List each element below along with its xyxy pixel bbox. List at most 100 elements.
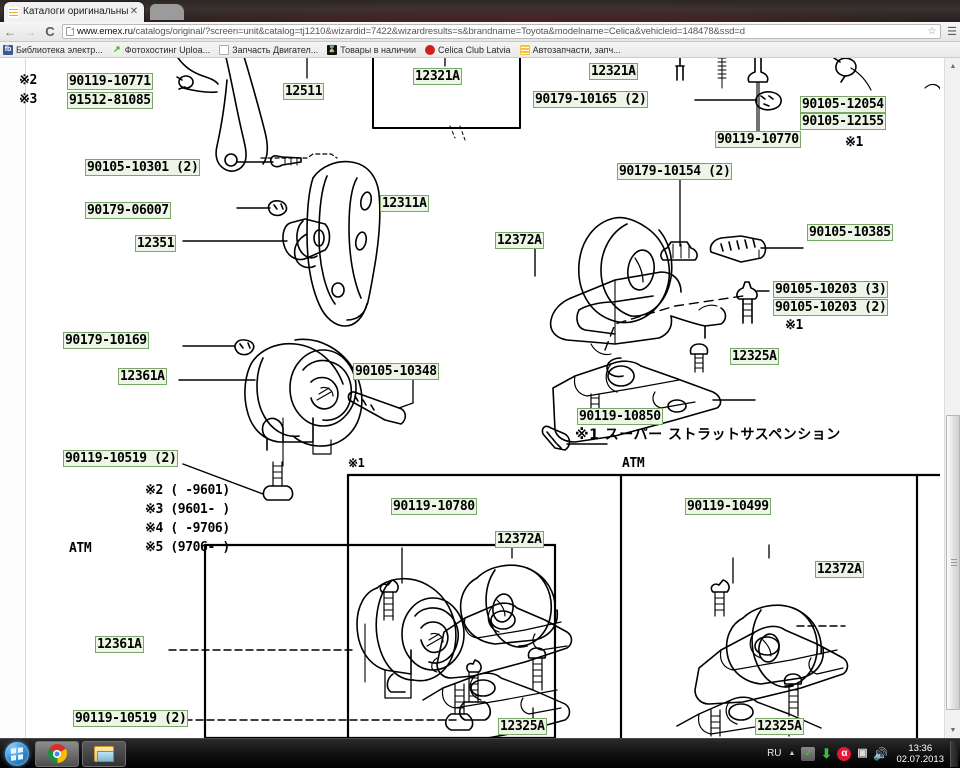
bookmark-label: Автозапчасти, запч... [532, 44, 621, 55]
bookmark-star-icon[interactable]: ☆ [927, 26, 937, 37]
bookmark-item[interactable]: Автозапчасти, запч... [519, 43, 621, 57]
part-number-label[interactable]: 90105-10385 [807, 224, 893, 241]
part-number-label[interactable]: 90119-10780 [391, 498, 477, 515]
diagram-annotation: ATM [69, 541, 92, 556]
scroll-up-arrow-icon[interactable]: ▲ [945, 58, 960, 74]
part-number-label[interactable]: 12361A [95, 636, 144, 653]
page-info-icon[interactable] [66, 27, 74, 36]
diagram-annotation: ※3 [19, 92, 37, 107]
taskbar-item-chrome[interactable] [35, 740, 79, 767]
network-icon[interactable]: ▣ [857, 747, 868, 759]
diagram-annotation: ※2 [19, 73, 37, 88]
clock[interactable]: 13:36 02.07.2013 [896, 743, 944, 765]
hourglass-icon: ⌛ [327, 44, 338, 55]
bookmark-item[interactable]: Запчасть Двигател... [219, 43, 318, 57]
back-button[interactable]: ← [4, 24, 16, 39]
bookmark-label: Запчасть Двигател... [232, 44, 319, 55]
browser-tab[interactable]: Каталоги оригинальных ✕ [4, 2, 144, 22]
part-number-label[interactable]: 12325A [730, 348, 779, 365]
circle-icon [425, 44, 436, 55]
part-number-label[interactable]: 12311A [380, 195, 429, 212]
part-number-label[interactable]: 90105-10203 (2) [773, 299, 889, 316]
part-number-label[interactable]: 12361A [118, 368, 167, 385]
chrome-menu-icon[interactable]: ☰ [947, 26, 957, 38]
part-number-label[interactable]: 12372A [495, 531, 544, 548]
list-bars-icon [519, 44, 530, 55]
part-number-label[interactable]: 90105-10203 (3) [773, 281, 889, 298]
url-path: /catalogs/original/?screen=unit&catalog=… [132, 26, 745, 37]
download-icon[interactable]: ⬇ [821, 746, 832, 761]
parts-diagram: 90119-10771 91512-81085 12511 12321A 12321A 9… [19, 58, 940, 738]
bookmark-item[interactable]: Celica Club Latvia [425, 43, 511, 57]
part-number-label[interactable]: 12321A [589, 63, 638, 80]
tab-favicon-icon [8, 6, 19, 18]
part-number-label[interactable]: 90119-10771 [67, 73, 153, 90]
part-number-label[interactable]: 90105-12054 [800, 96, 886, 113]
part-number-label[interactable]: 12321A [413, 68, 462, 85]
diagram-annotation: ATM [622, 456, 645, 471]
part-number-label[interactable]: 90119-10519 (2) [73, 710, 189, 727]
part-number-label[interactable]: 90179-06007 [85, 202, 171, 219]
diagram-annotation: ※4 ( -9706) [145, 521, 230, 536]
page-left-margin [27, 58, 55, 738]
tray-expand-arrow-icon[interactable]: ▲ [788, 750, 796, 757]
windows-logo-icon [5, 741, 29, 766]
browser-toolbar: ← → C www.emex.ru/catalogs/original/?scr… [0, 22, 960, 42]
bookmark-item[interactable]: ⌛Товары в наличии [327, 43, 416, 57]
part-number-label[interactable]: 90119-10499 [685, 498, 771, 515]
bookmark-label: Библиотека электр... [16, 44, 103, 55]
scrollbar-thumb[interactable] [946, 415, 960, 710]
part-number-label[interactable]: 90119-10519 (2) [63, 450, 179, 467]
part-number-label[interactable]: 90105-12155 [800, 113, 886, 130]
language-indicator[interactable]: RU [767, 748, 782, 759]
chrome-icon [47, 744, 67, 763]
part-number-label[interactable]: 12372A [495, 232, 544, 249]
part-number-label[interactable]: 12351 [135, 235, 177, 252]
volume-icon[interactable]: 🔊 [872, 746, 888, 761]
shield-icon[interactable]: ✓ [801, 746, 816, 761]
tab-close-icon[interactable]: ✕ [129, 6, 139, 17]
reload-button[interactable]: C [45, 24, 55, 39]
address-bar[interactable]: www.emex.ru/catalogs/original/?screen=un… [62, 24, 941, 39]
folder-icon [94, 745, 114, 762]
diagram-annotation: ※1 [785, 318, 803, 333]
forward-button[interactable]: → [24, 24, 36, 39]
part-number-label[interactable]: 91512-81085 [67, 92, 153, 109]
diagram-illustration [168, 58, 940, 738]
diagram-annotation: ※1 スーパー ストラットサスペンション [575, 427, 841, 443]
page-vertical-scrollbar[interactable]: ▲ ▼ [944, 58, 960, 738]
windows-taskbar: RU ▲ ✓ ⬇ α ▣ 🔊 13:36 02.07.2013 [0, 738, 960, 768]
bookmark-item[interactable]: ↗Фотохостинг Uploa... [111, 43, 211, 57]
part-number-label[interactable]: 12511 [283, 83, 325, 100]
show-desktop-button[interactable] [950, 740, 958, 767]
part-number-label[interactable]: 90119-10770 [715, 131, 801, 148]
part-number-label[interactable]: 12325A [755, 718, 804, 735]
system-tray: RU ▲ ✓ ⬇ α ▣ 🔊 13:36 02.07.2013 [767, 739, 960, 768]
part-number-label[interactable]: 90179-10165 (2) [533, 91, 649, 108]
part-number-label[interactable]: 90105-10301 (2) [85, 159, 201, 176]
start-button[interactable] [2, 741, 32, 767]
page-viewport: 90119-10771 91512-81085 12511 12321A 12321A 9… [0, 58, 960, 738]
scroll-down-arrow-icon[interactable]: ▼ [945, 722, 960, 738]
clock-time: 13:36 [908, 742, 933, 754]
part-number-label[interactable]: 90105-10348 [353, 363, 439, 380]
new-tab-button[interactable] [150, 4, 184, 20]
document-icon [219, 44, 230, 55]
part-number-label[interactable]: 12325A [498, 718, 547, 735]
part-number-label[interactable]: 12372A [815, 561, 864, 578]
url-domain: www.emex.ru [77, 26, 133, 37]
taskbar-item-explorer[interactable] [82, 740, 126, 767]
bookmark-label: Товары в наличии [340, 44, 417, 55]
antivirus-icon[interactable]: α [837, 746, 852, 761]
diagram-annotation: ※2 ( -9601) [145, 483, 230, 498]
page-left-gutter [0, 58, 26, 738]
bookmark-label: Фотохостинг Uploa... [124, 44, 211, 55]
part-number-label[interactable]: 90179-10169 [63, 332, 149, 349]
diagram-annotation: ※5 (9706- ) [145, 540, 230, 555]
browser-tab-strip: Каталоги оригинальных ✕ [0, 0, 960, 22]
part-number-label[interactable]: 90119-10850 [577, 408, 663, 425]
part-number-label[interactable]: 90179-10154 (2) [617, 163, 733, 180]
